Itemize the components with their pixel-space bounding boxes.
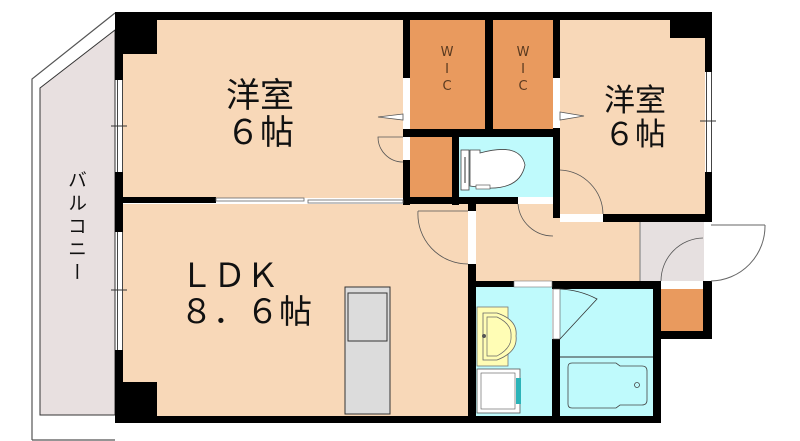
room-name: 洋室 (604, 83, 666, 119)
wic-left[interactable] (410, 20, 485, 129)
wic-left-label: W I C (440, 45, 454, 94)
room-size: ６帖 (604, 117, 666, 154)
wall-left-mid (115, 172, 123, 232)
wall-wash-bath (552, 339, 560, 423)
corner-block-bl (115, 382, 157, 422)
window-right[interactable] (706, 72, 712, 172)
wall-bath-right (653, 281, 661, 423)
room-size: ６帖 (226, 113, 294, 154)
wall-storage-right (452, 137, 459, 205)
window-left-lower[interactable] (117, 232, 123, 350)
entrance[interactable] (640, 222, 704, 281)
wall-wic-right (553, 12, 560, 78)
wall-wic-left-low (403, 160, 410, 205)
wall-hall-bottom-b (552, 281, 661, 289)
western-room-left[interactable] (123, 20, 403, 198)
wic-right[interactable] (493, 20, 553, 129)
wall-ldk-right-top (468, 197, 476, 211)
western-room-right-label: 洋室 ６帖 (580, 84, 690, 152)
wic-right-label: W I C (516, 45, 530, 94)
wall-shoe-bottom (653, 331, 712, 339)
wall-ldk-top (123, 197, 216, 203)
room-size: ８．６帖 (180, 292, 312, 332)
wall-toilet-bottom (403, 197, 518, 204)
wall-wic-mid (485, 12, 493, 132)
wall-hall-bottom-a (468, 281, 514, 287)
corner-block-tl (115, 12, 157, 54)
wall-top (115, 12, 711, 20)
corner-block-tr (670, 12, 711, 38)
wall-wic-left (403, 12, 410, 78)
room-name: ＬＤＫ (180, 256, 279, 295)
room-name: 洋室 (226, 76, 294, 116)
ldk-label: ＬＤＫ ８．６帖 (180, 256, 340, 332)
ldk-room[interactable] (123, 204, 468, 416)
wall-room-right-bottom (603, 214, 712, 222)
shoe-closet[interactable] (661, 289, 703, 331)
balcony-label: バルコニー (65, 170, 87, 285)
western-room-left-label: 洋室 ６帖 (180, 76, 340, 154)
western-room-right[interactable] (560, 20, 705, 214)
storage-small[interactable] (410, 137, 452, 197)
wall-right-lower (703, 281, 712, 339)
wall-wic-right-low (553, 128, 560, 218)
wall-ldk-right (468, 264, 476, 422)
wall-right-upper (705, 12, 712, 72)
wall-wic-bottom (403, 129, 560, 137)
wall-right-mid (705, 172, 712, 222)
wall-bottom (115, 416, 661, 423)
